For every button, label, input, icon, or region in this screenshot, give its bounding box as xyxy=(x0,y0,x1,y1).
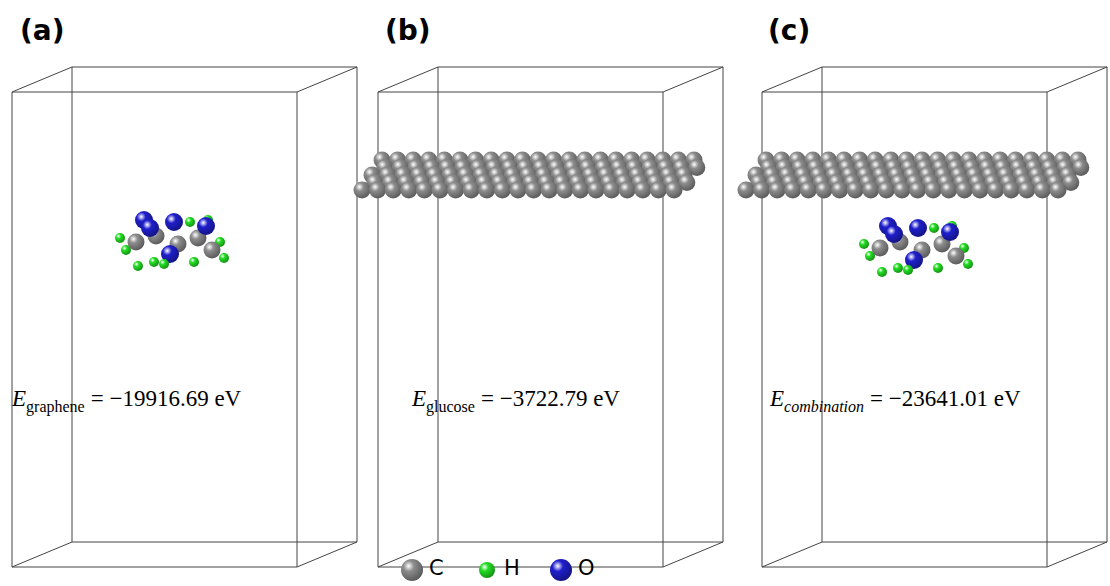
legend-swatch xyxy=(479,562,495,578)
energy-symbol: E xyxy=(770,386,784,411)
cell-box xyxy=(12,67,357,567)
energy-value: = −3722.79 eV xyxy=(481,386,620,411)
cell-box xyxy=(378,67,723,567)
legend-swatch xyxy=(401,559,423,581)
graphene-sheet xyxy=(354,152,706,199)
panel-label: (a) xyxy=(20,14,65,47)
energy-symbol: E xyxy=(412,386,426,411)
panel-label: (b) xyxy=(385,14,431,47)
glucose-molecule xyxy=(859,217,973,277)
legend-swatch xyxy=(550,559,572,581)
energy-subscript: graphene xyxy=(26,398,85,415)
energy-value: = −19916.69 eV xyxy=(91,386,242,411)
graphene-sheet xyxy=(738,152,1090,199)
legend-label: C xyxy=(429,556,444,580)
energy-subscript: combination xyxy=(784,398,864,415)
energy-value: = −23641.01 eV xyxy=(870,386,1021,411)
energy-subscript: glucose xyxy=(426,398,475,415)
cell-box xyxy=(762,67,1107,567)
glucose-molecule xyxy=(115,211,229,271)
legend-label: O xyxy=(578,556,595,580)
panel-label: (c) xyxy=(768,14,810,47)
energy-symbol: E xyxy=(12,386,26,411)
legend-label: H xyxy=(504,556,520,580)
